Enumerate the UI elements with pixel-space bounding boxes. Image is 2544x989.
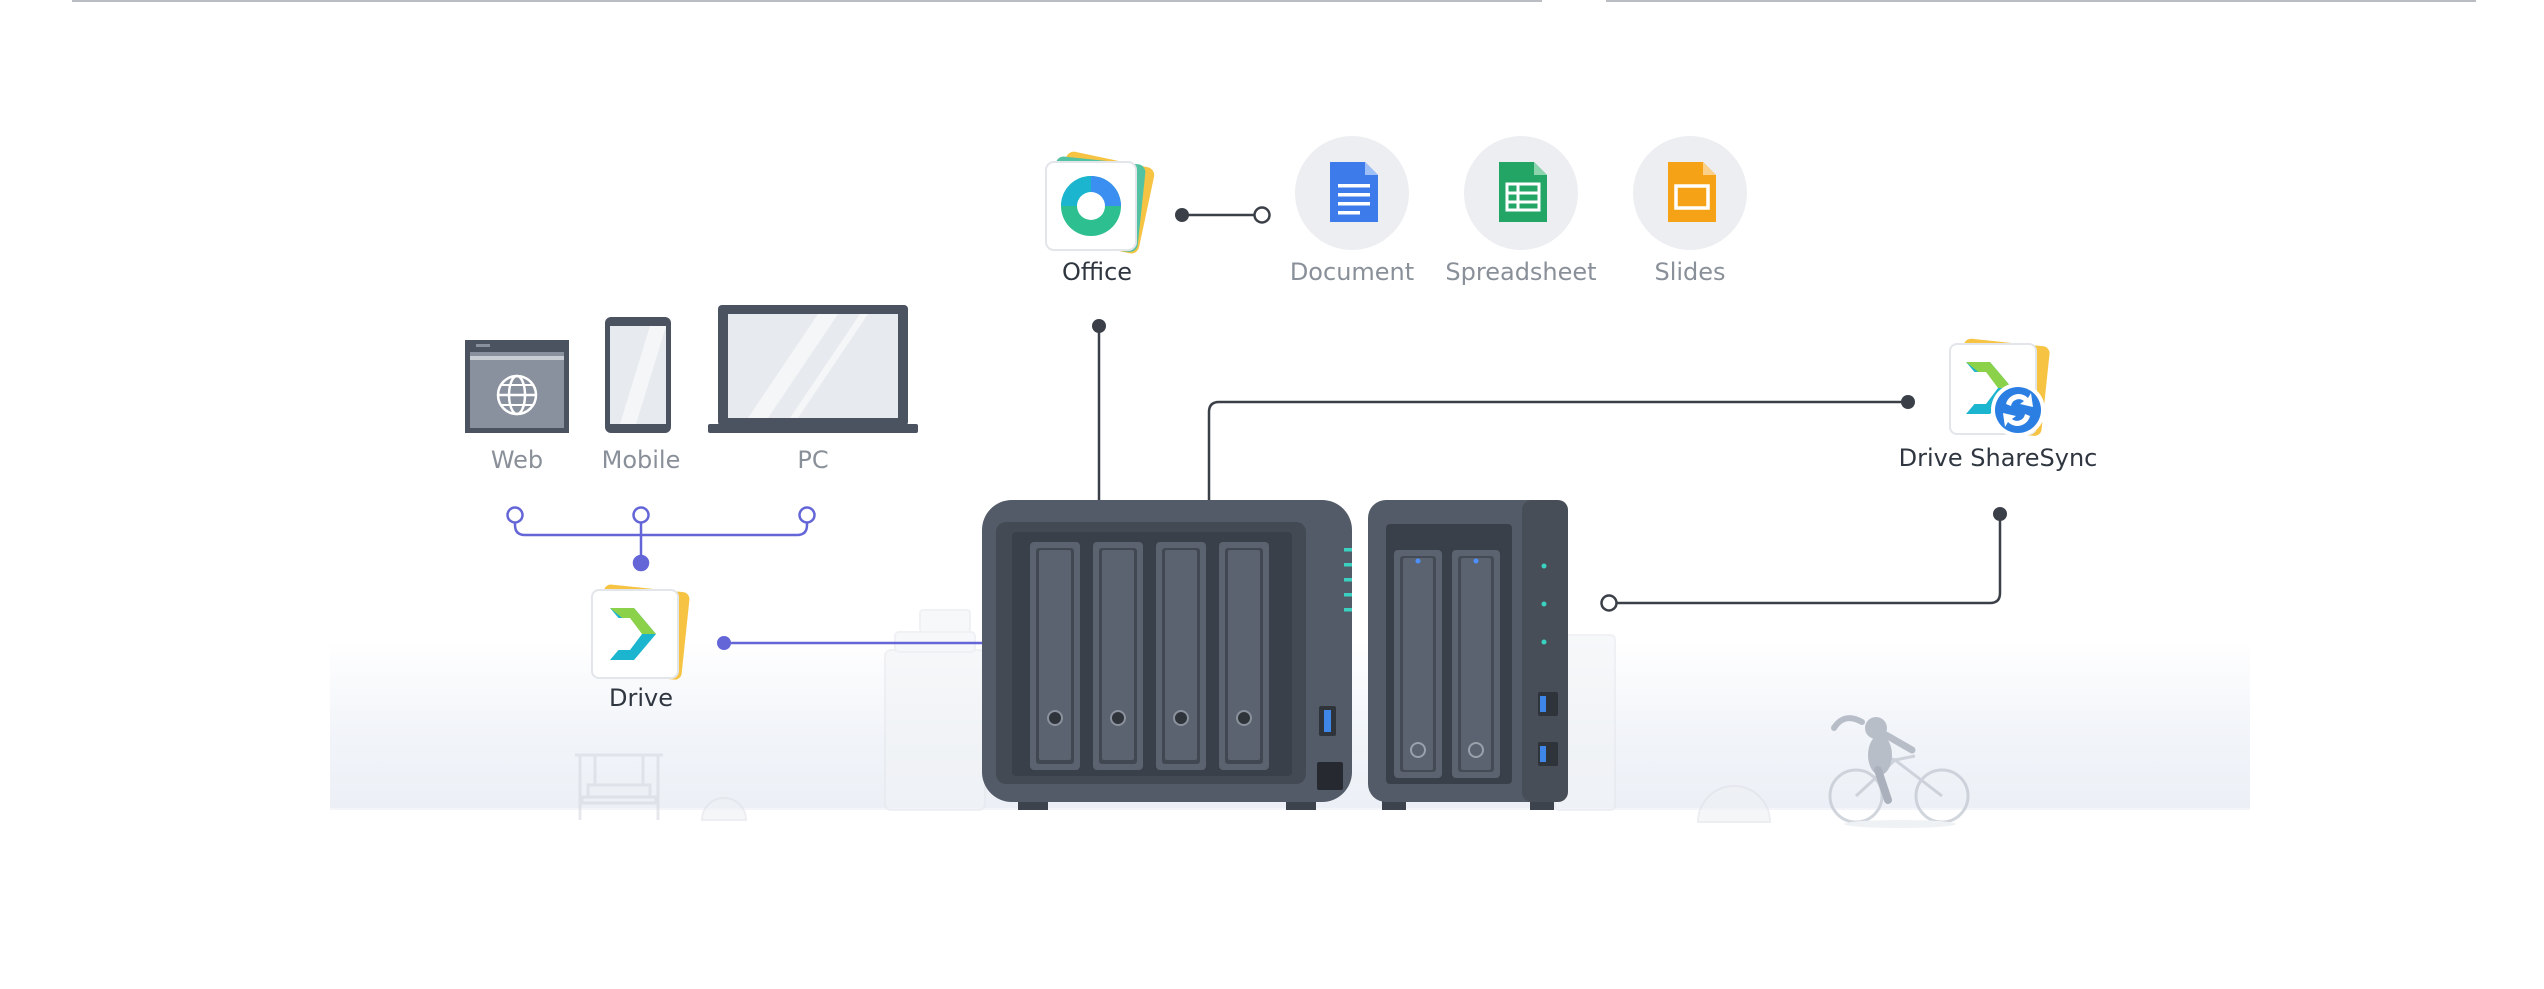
laptop-icon: [708, 305, 918, 433]
office-label: Office: [1061, 258, 1133, 286]
phone-icon: [605, 317, 671, 433]
drive-label: Drive: [609, 684, 673, 712]
web-label: Web: [490, 446, 544, 474]
cyclist-illustration: [1828, 715, 1970, 828]
spreadsheet-label: Spreadsheet: [1445, 258, 1597, 286]
swing-illustration: [575, 753, 663, 820]
drive-sharesync-label: Drive ShareSync: [1898, 444, 2098, 472]
mobile-label: Mobile: [601, 446, 681, 474]
nas-2-bay: [1368, 500, 1568, 810]
pc-label: PC: [797, 446, 829, 474]
connector-nas-sharesync: [1207, 395, 1915, 502]
connector-sharesync-nas2: [1600, 507, 2007, 612]
spreadsheet-icon: [1464, 136, 1578, 250]
connector-office-nas: [1092, 319, 1106, 502]
drive-icon: [591, 584, 690, 680]
background-scenery: [575, 609, 1772, 823]
connector-drive-nas: [717, 636, 985, 650]
browser-globe-icon: [465, 340, 569, 433]
office-icon: [1045, 151, 1155, 254]
slides-label: Slides: [1654, 258, 1726, 286]
top-divider-right: [1606, 0, 2476, 2]
connector-office-apps: [1175, 206, 1271, 224]
connector-clients-drive: [506, 506, 816, 572]
stacked-boxes-left: [884, 609, 986, 811]
nas-4-bay: [982, 500, 1352, 810]
document-icon: [1295, 136, 1409, 250]
bush-left: [700, 797, 748, 821]
slides-icon: [1633, 136, 1747, 250]
drive-sharesync-icon: [1949, 338, 2050, 437]
top-divider-left: [72, 0, 1542, 2]
bush-right: [1696, 785, 1772, 823]
document-label: Document: [1289, 258, 1415, 286]
